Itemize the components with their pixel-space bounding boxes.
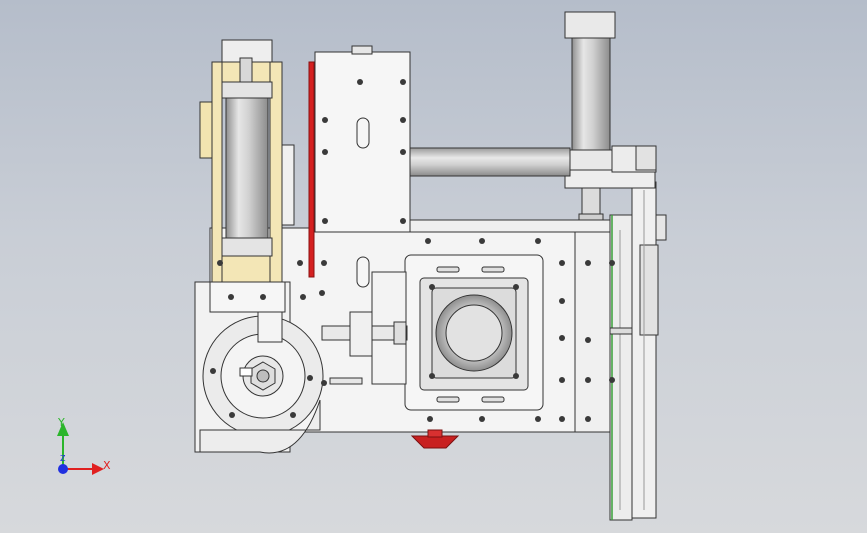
bolt-hole <box>300 294 306 300</box>
red-foot <box>410 429 460 449</box>
drive-belt <box>308 61 315 278</box>
right-slide-rail <box>603 181 667 521</box>
bolt-hole <box>307 375 313 381</box>
bolt-hole <box>535 238 541 244</box>
bolt-hole <box>229 412 235 418</box>
bolt-hole <box>400 218 406 224</box>
clamp-bracket <box>321 271 408 385</box>
y-axis-arrow <box>57 422 69 436</box>
z-axis-label: Z <box>60 454 66 463</box>
axis-triad: Y X Z <box>57 416 111 475</box>
bolt-hole <box>585 260 591 266</box>
x-axis-label: X <box>103 459 111 472</box>
bolt-hole <box>559 377 565 383</box>
bolt-hole <box>322 218 328 224</box>
bolt-hole <box>297 260 303 266</box>
z-axis-dot <box>58 464 68 474</box>
bolt-hole <box>425 238 431 244</box>
bolt-hole <box>322 149 328 155</box>
bolt-hole <box>321 380 327 386</box>
bolt-hole <box>321 260 327 266</box>
bolt-hole <box>585 416 591 422</box>
bolt-hole <box>429 284 435 290</box>
bolt-hole <box>319 290 325 296</box>
bolt-hole <box>228 294 234 300</box>
bolt-hole <box>559 260 565 266</box>
bolt-hole <box>559 298 565 304</box>
bolt-hole <box>400 149 406 155</box>
bolt-hole <box>559 335 565 341</box>
bolt-hole <box>585 377 591 383</box>
bolt-hole <box>400 79 406 85</box>
bolt-hole <box>427 416 433 422</box>
left-cylinder-assembly <box>199 39 295 285</box>
bolt-hole <box>513 284 519 290</box>
bolt-holes <box>210 79 615 422</box>
rotary-drive-unit <box>194 281 324 454</box>
bolt-hole <box>290 412 296 418</box>
bolt-hole <box>400 117 406 123</box>
horizontal-guide-rod <box>404 145 657 177</box>
bolt-hole <box>357 79 363 85</box>
bolt-hole <box>429 373 435 379</box>
bolt-hole <box>479 416 485 422</box>
bolt-hole <box>217 260 223 266</box>
bolt-hole <box>513 373 519 379</box>
bolt-hole <box>609 260 615 266</box>
bolt-hole <box>559 416 565 422</box>
bolt-hole <box>210 368 216 374</box>
x-axis-arrow <box>92 463 104 475</box>
y-axis-label: Y <box>57 416 65 429</box>
bolt-hole <box>322 117 328 123</box>
bolt-hole <box>585 337 591 343</box>
bolt-hole <box>609 377 615 383</box>
bolt-hole <box>260 294 266 300</box>
bolt-hole <box>535 416 541 422</box>
bolt-hole <box>479 238 485 244</box>
fixture-pocket-plate <box>404 254 544 411</box>
